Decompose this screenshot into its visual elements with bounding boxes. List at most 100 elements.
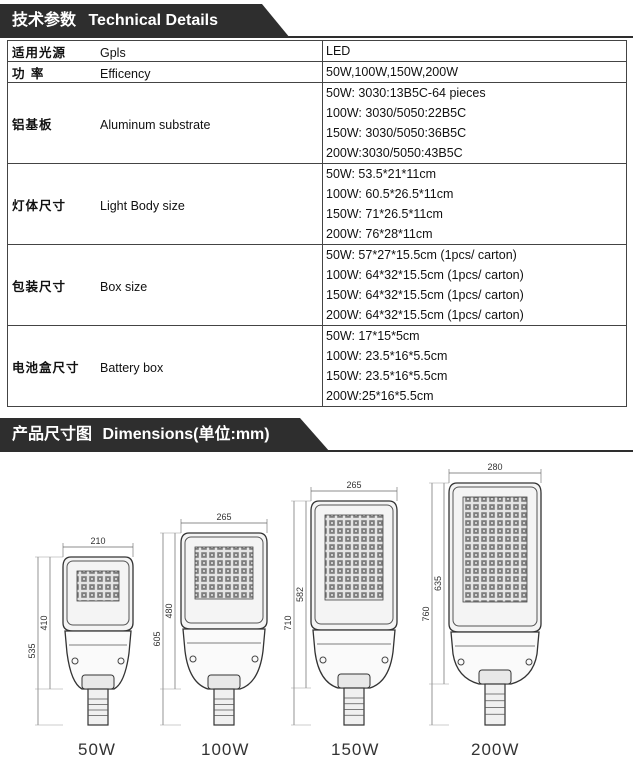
spec-label-zh: 功 率 — [12, 65, 45, 81]
spec-row: 铝基板 Aluminum substrate 50W: 3030:13B5C-64 … — [7, 82, 627, 164]
spec-label-cell: 适用光源 Gpls — [7, 40, 323, 62]
spec-value-cell: 50W,100W,150W,200W — [322, 61, 627, 83]
caption-150w: 150W — [331, 740, 380, 759]
bolt-left — [189, 655, 197, 663]
width-dim-label: 210 — [90, 536, 105, 546]
spec-label-zh: 灯体尺寸 — [12, 197, 67, 213]
spec-label-en: Battery box — [100, 360, 164, 375]
spec-value: 50W: 53.5*21*11cm — [326, 167, 437, 181]
dimensions-header: 产品尺寸图 Dimensions(单位:mm) — [0, 418, 633, 452]
led-module — [194, 546, 254, 600]
spec-value: 150W: 3030/5050:36B5C — [326, 126, 467, 140]
total-dim-label: 535 — [27, 643, 37, 658]
spec-value: 50W: 17*15*5cm — [326, 329, 420, 343]
spec-value: 100W: 60.5*26.5*11cm — [326, 187, 454, 201]
bolt-left — [319, 656, 327, 664]
spec-label-zh: 适用光源 — [12, 44, 67, 60]
lamp-inner-frame — [452, 486, 538, 627]
caption-100w: 100W — [201, 740, 250, 759]
dimensions-tab: 产品尺寸图 Dimensions(单位:mm) — [0, 418, 330, 452]
width-dim-label: 265 — [346, 480, 361, 490]
lamp-100w: 265 605 480 — [152, 512, 268, 726]
lamp-housing — [312, 629, 396, 689]
tech-details-tab: 技术参数 Technical Details — [0, 4, 290, 38]
pole — [213, 688, 235, 726]
spec-value: 100W: 23.5*16*5.5cm — [326, 349, 448, 363]
spec-row: 灯体尺寸 Light Body size 50W: 53.5*21*11cm 100W… — [7, 163, 627, 245]
caption-50w: 50W — [78, 740, 116, 759]
bolt-right — [251, 655, 259, 663]
spec-value: 100W: 64*32*15.5cm (1pcs/ carton) — [326, 268, 524, 282]
spec-row: 适用光源 Gpls LED — [7, 40, 627, 62]
height-dim-label: 635 — [433, 576, 443, 591]
spec-label-cell: 铝基板 Aluminum substrate — [7, 82, 323, 164]
spec-label-cell: 功 率 Efficency — [7, 61, 323, 83]
spec-value-cell: 50W: 53.5*21*11cm 100W: 60.5*26.5*11cm 150… — [322, 163, 627, 245]
spec-value: 200W: 76*28*11cm — [326, 227, 433, 241]
spec-value: 200W:3030/5050:43B5C — [326, 146, 463, 160]
width-dim-label: 280 — [487, 462, 502, 472]
mount-bracket — [478, 669, 512, 685]
spec-table: 适用光源 Gpls LED 功 率 Efficency 50W,100W,150W,200… — [7, 40, 627, 407]
spec-value: LED — [326, 44, 351, 58]
mount-bracket — [207, 674, 241, 690]
spec-value: 50W,100W,150W,200W — [326, 65, 459, 79]
mount-bracket — [337, 673, 371, 689]
lamp-inner-frame — [314, 504, 394, 625]
spec-value-cell: 50W: 57*27*15.5cm (1pcs/ carton) 100W: 64… — [322, 244, 627, 326]
bolt-right — [117, 657, 125, 665]
spec-label-en: Aluminum substrate — [100, 117, 211, 132]
pole — [343, 687, 365, 726]
led-module — [462, 496, 528, 603]
spec-value-cell: LED — [322, 40, 627, 62]
spec-value: 50W: 57*27*15.5cm (1pcs/ carton) — [326, 248, 517, 262]
spec-label-cell: 灯体尺寸 Light Body size — [7, 163, 323, 245]
bolt-left — [457, 658, 465, 666]
height-dim-label: 582 — [295, 587, 305, 602]
led-module — [324, 514, 384, 601]
spec-value-cell: 50W: 17*15*5cm 100W: 23.5*16*5.5cm 150W: 2… — [322, 325, 627, 407]
total-dim-label: 605 — [152, 631, 162, 646]
spec-row: 电池盒尺寸 Battery box 50W: 17*15*5cm 100W: 23.5… — [7, 325, 627, 407]
spec-label-en: Gpls — [100, 45, 126, 60]
dimensions-title-zh: 产品尺寸图 — [12, 426, 93, 443]
pole — [484, 683, 506, 726]
lamp-inner-frame — [184, 536, 264, 624]
total-dim-label: 760 — [421, 606, 431, 621]
lamp-inner-frame — [66, 560, 130, 626]
spec-value: 200W: 64*32*15.5cm (1pcs/ carton) — [326, 308, 524, 322]
led-module — [76, 570, 120, 602]
tech-details-title-zh: 技术参数 — [12, 12, 77, 29]
tech-details-header: 技术参数 Technical Details — [0, 4, 633, 38]
bolt-left — [71, 657, 79, 665]
width-dim-label: 265 — [216, 512, 231, 522]
lamp-200w: 280 760 635 — [421, 462, 542, 726]
lamp-housing — [450, 631, 540, 685]
spec-label-en: Box size — [100, 279, 148, 294]
caption-200w: 200W — [471, 740, 520, 759]
lamp-housing — [182, 628, 266, 690]
height-dim-label: 480 — [164, 603, 174, 618]
spec-value: 150W: 23.5*16*5.5cm — [326, 369, 448, 383]
spec-value: 200W:25*16*5.5cm — [326, 389, 434, 403]
dimension-drawings: 210 535 410 265 605 480 265 710 582 280 760 635 — [27, 462, 542, 726]
lamp-50w: 210 535 410 — [27, 536, 134, 726]
spec-label-zh: 铝基板 — [12, 116, 53, 132]
spec-label-en: Light Body size — [100, 198, 185, 213]
spec-label-en: Efficency — [100, 66, 151, 81]
lamp-housing — [64, 630, 132, 690]
spec-value: 100W: 3030/5050:22B5C — [326, 106, 467, 120]
dimensions-rule — [328, 450, 633, 452]
total-dim-label: 710 — [283, 615, 293, 630]
bolt-right — [381, 656, 389, 664]
spec-label-zh: 电池盒尺寸 — [12, 359, 80, 375]
tech-details-title-en: Technical Details — [88, 12, 218, 29]
spec-value: 150W: 71*26.5*11cm — [326, 207, 443, 221]
spec-value: 50W: 3030:13B5C-64 pieces — [326, 86, 486, 100]
height-dim-label: 410 — [39, 615, 49, 630]
spec-value-cell: 50W: 3030:13B5C-64 pieces 100W: 3030/5050… — [322, 82, 627, 164]
spec-row: 功 率 Efficency 50W,100W,150W,200W — [7, 61, 627, 83]
pole — [87, 688, 109, 726]
dimensions-title-en: Dimensions(单位:mm) — [102, 426, 270, 443]
